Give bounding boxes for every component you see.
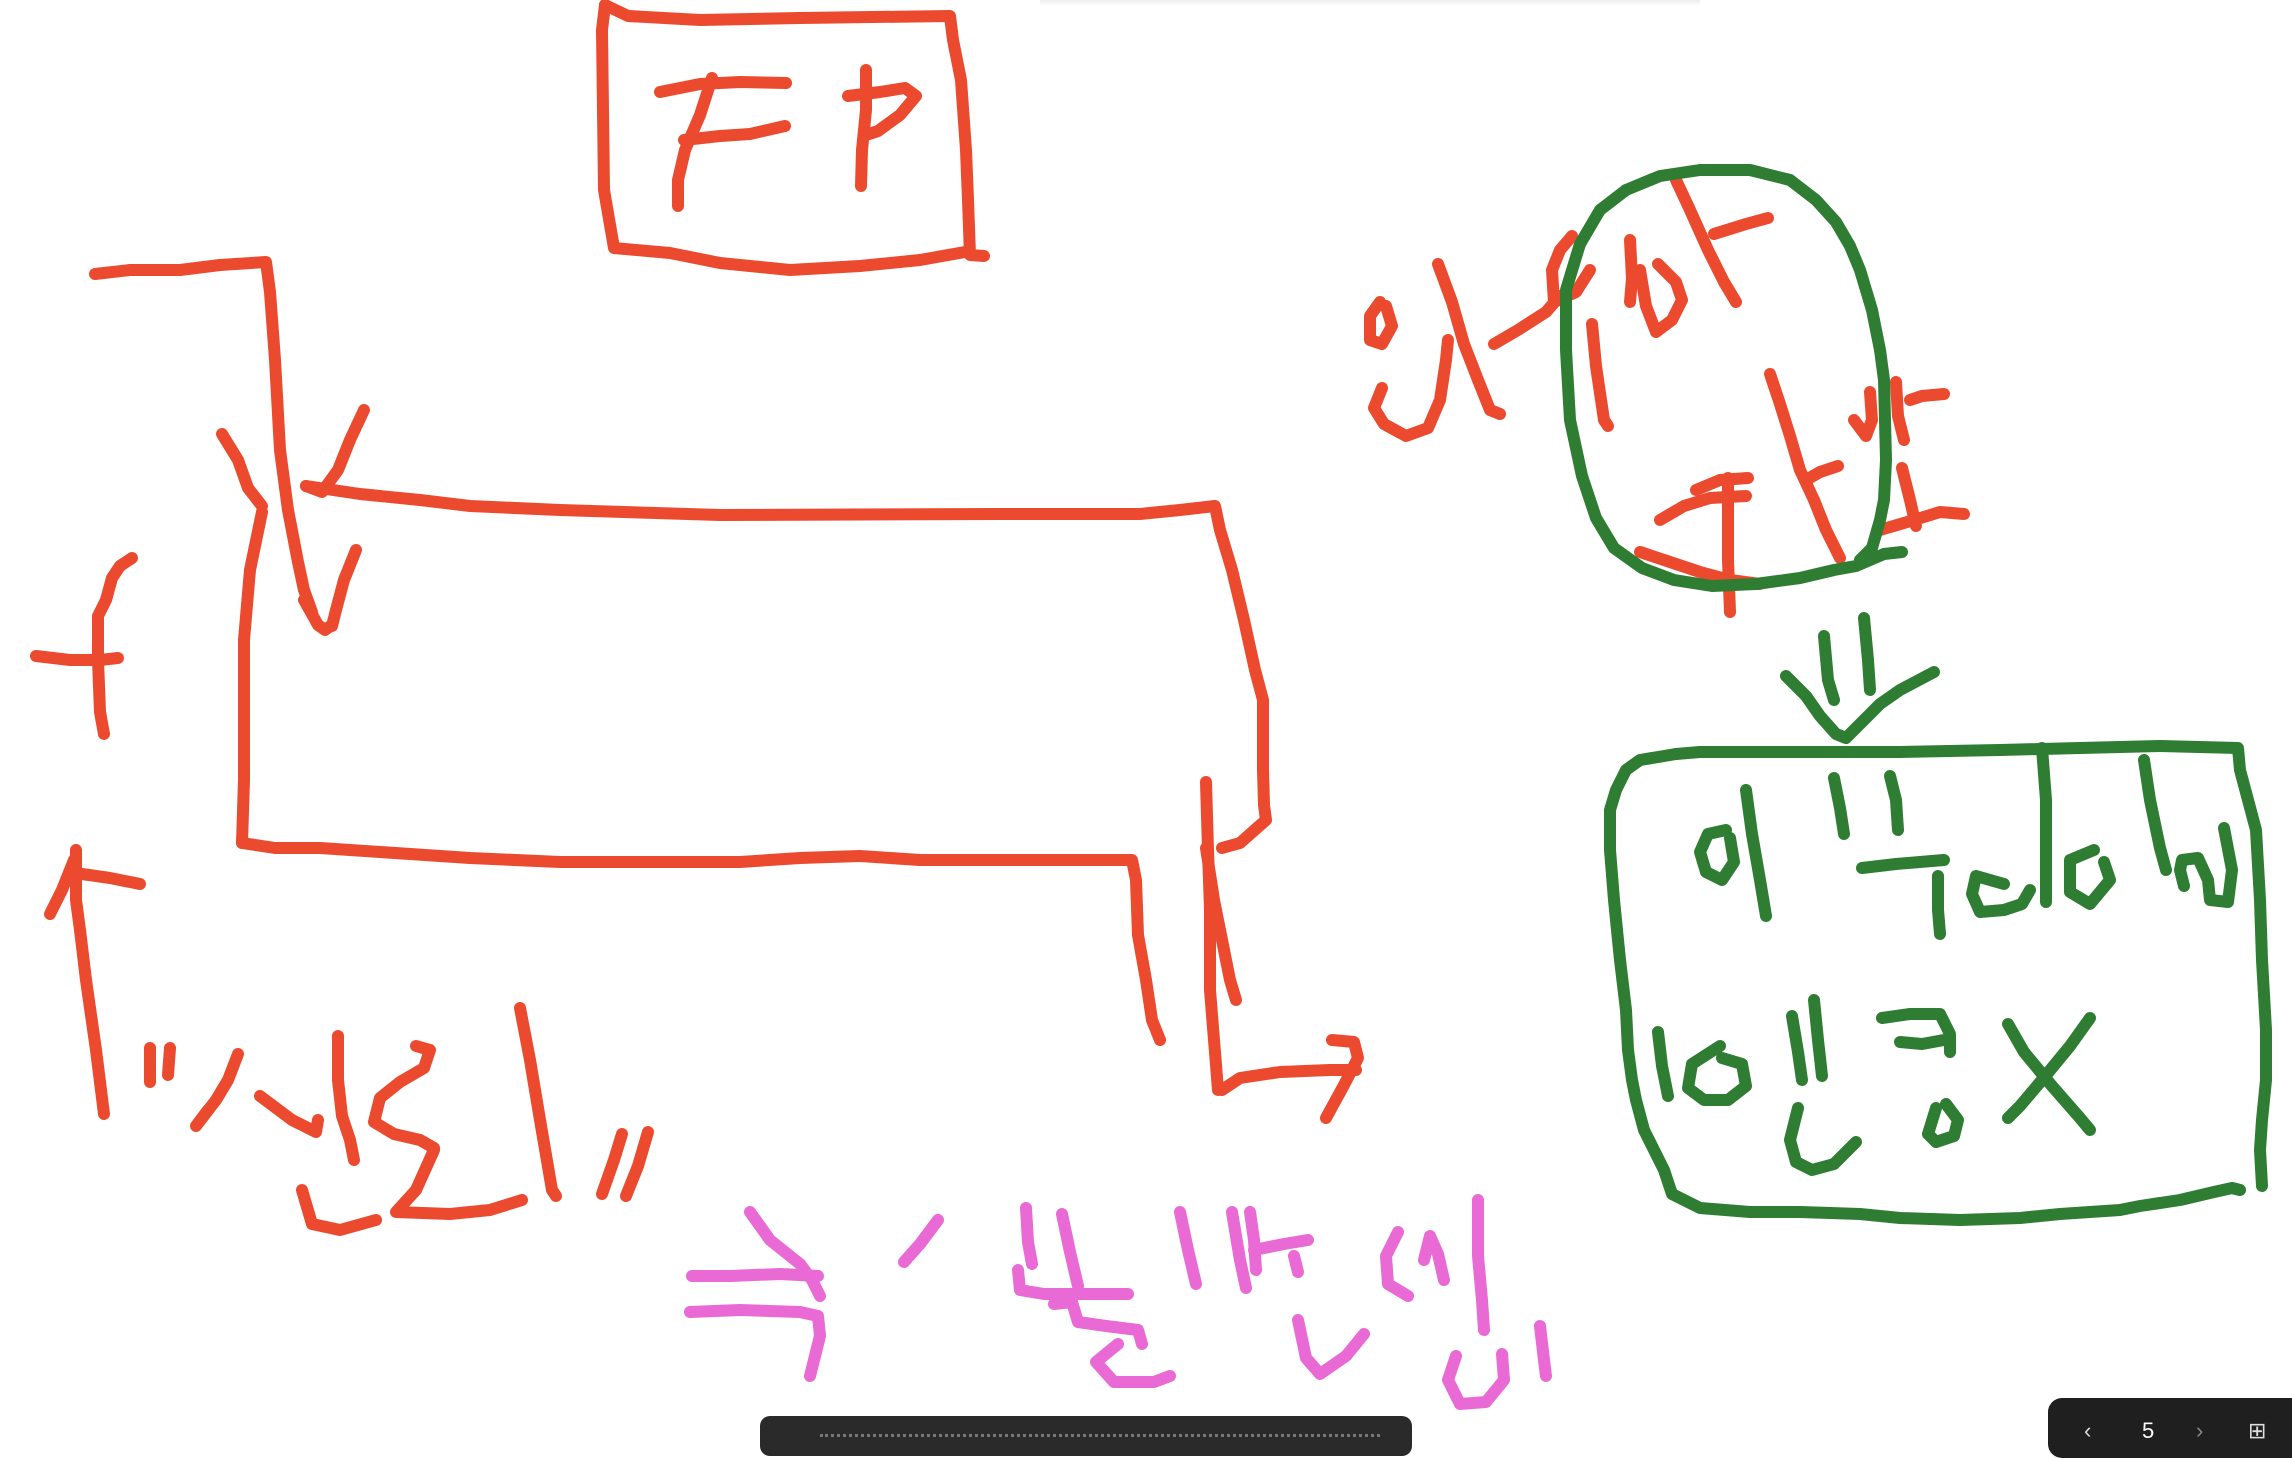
chevron-right-icon[interactable]: › xyxy=(2196,1418,2204,1443)
green-down-arrow xyxy=(1780,612,1940,744)
green-box xyxy=(1604,740,2272,1226)
fp-box xyxy=(596,0,990,276)
fp-handwritten-text xyxy=(654,64,922,212)
top-toolbar-edge xyxy=(1040,0,1700,6)
f-handwritten xyxy=(30,552,138,740)
page-navigator: ‹ 5 › ⊞ xyxy=(2048,1398,2292,1458)
red-handwriting-right xyxy=(1364,174,1970,618)
outer-flow-lines xyxy=(89,256,1364,1124)
green-handwritten-text xyxy=(1652,742,2238,1176)
quoted-word-sinun xyxy=(144,1002,654,1236)
up-arrow xyxy=(44,844,146,1120)
add-page-icon[interactable]: ⊞ xyxy=(2248,1418,2267,1443)
green-oval xyxy=(1560,164,1908,592)
page-number: 5 xyxy=(2142,1418,2155,1443)
chevron-left-icon[interactable]: ‹ xyxy=(2084,1418,2092,1443)
pink-handwritten-text xyxy=(684,1194,1552,1410)
bottom-status-toast xyxy=(760,1416,1412,1456)
toast-text-placeholder xyxy=(820,1434,1380,1440)
